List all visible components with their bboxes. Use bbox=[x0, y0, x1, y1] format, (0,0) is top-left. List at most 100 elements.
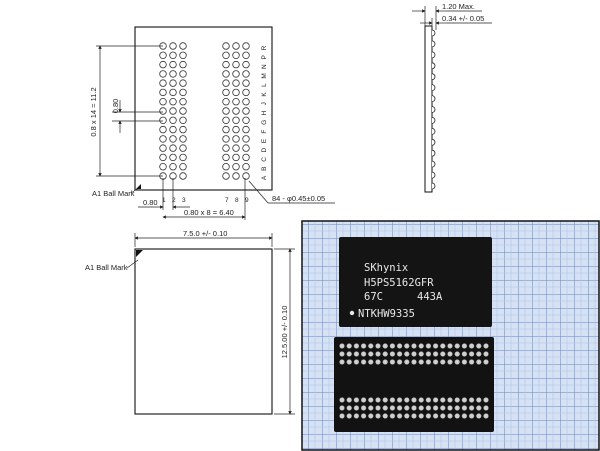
ball-pad bbox=[242, 60, 250, 69]
row-label: A bbox=[261, 175, 268, 180]
ball-pad bbox=[159, 60, 167, 69]
photo-ball bbox=[476, 343, 482, 349]
ball-pad bbox=[242, 153, 250, 162]
photo-ball bbox=[368, 413, 374, 419]
a1-ball-mark-label: A1 Ball Mark bbox=[92, 189, 135, 198]
photo-ball bbox=[375, 343, 381, 349]
photo-ball bbox=[432, 343, 439, 349]
a1-ball-mark-label-bottom: A1 Ball Mark bbox=[85, 263, 128, 272]
photo-ball bbox=[418, 397, 424, 403]
photo-ball bbox=[447, 343, 453, 349]
photo-ball bbox=[468, 397, 475, 403]
photo-ball bbox=[483, 351, 489, 357]
photo-ball bbox=[468, 359, 475, 365]
ball-pad bbox=[159, 162, 167, 171]
ball-pad bbox=[232, 116, 240, 124]
ball-pad bbox=[169, 162, 177, 171]
height-dimension: 0.8 x 14 = 11.2 bbox=[89, 87, 98, 136]
side-ball bbox=[431, 84, 436, 91]
standoff-dimension: 0.34 +/- 0.05 bbox=[442, 14, 484, 23]
ball-pad bbox=[179, 42, 187, 50]
photo-ball bbox=[440, 413, 446, 419]
ball-pad bbox=[222, 107, 230, 115]
photo-ball bbox=[339, 359, 345, 365]
row-label: N bbox=[261, 64, 268, 69]
ball-pad bbox=[159, 153, 167, 162]
side-ball bbox=[431, 95, 436, 102]
column-labels: 1 2 3 7 8 9 bbox=[162, 197, 249, 204]
photo-ball bbox=[368, 351, 374, 357]
photo-ball bbox=[418, 343, 424, 349]
photo-ball bbox=[396, 343, 403, 349]
chip-photo: SKhynix H5PS5162GFR 67C 443A NTKHW9335 bbox=[301, 220, 600, 451]
ball-pad bbox=[232, 79, 240, 87]
photo-ball bbox=[353, 405, 360, 411]
ball-pad bbox=[179, 153, 187, 162]
photo-ball bbox=[461, 405, 468, 411]
photo-ball bbox=[346, 359, 352, 365]
photo-ball bbox=[418, 405, 424, 411]
row-span-dimension: 0.80 x 8 = 6.40 bbox=[184, 208, 234, 217]
photo-ball bbox=[375, 351, 381, 357]
ball-pad bbox=[222, 42, 230, 50]
photo-ball bbox=[432, 359, 439, 365]
photo-ball bbox=[440, 405, 446, 411]
row-label: J bbox=[261, 102, 268, 105]
photo-ball bbox=[375, 405, 381, 411]
photo-ball bbox=[389, 343, 396, 349]
photo-ball bbox=[411, 343, 417, 349]
row-label: G bbox=[261, 120, 268, 125]
ball-pad bbox=[169, 51, 177, 59]
ball-pad bbox=[222, 60, 230, 69]
photo-ball bbox=[454, 413, 460, 419]
side-ball bbox=[431, 138, 436, 146]
photo-ball bbox=[346, 397, 352, 403]
photo-ball bbox=[454, 359, 460, 365]
ball-pad bbox=[232, 88, 240, 97]
ball-pad bbox=[222, 125, 230, 134]
photo-ball bbox=[382, 351, 388, 357]
row-label: H bbox=[261, 110, 268, 115]
ball-pad bbox=[179, 125, 187, 134]
ball-pad bbox=[179, 60, 187, 69]
photo-ball bbox=[353, 343, 360, 349]
photo-ball bbox=[353, 413, 360, 419]
photo-ball bbox=[483, 343, 489, 349]
photo-ball bbox=[375, 397, 381, 403]
ball-pad bbox=[169, 153, 177, 162]
photo-ball bbox=[382, 397, 388, 403]
photo-ball bbox=[382, 343, 388, 349]
photo-ball bbox=[461, 413, 468, 419]
chip-code-right: 443A bbox=[417, 291, 443, 303]
chip-code-left: 67C bbox=[364, 291, 383, 303]
photo-ball bbox=[411, 351, 417, 357]
photo-ball bbox=[375, 359, 381, 365]
photo-ball bbox=[360, 413, 367, 419]
side-ball bbox=[431, 182, 436, 190]
side-ball bbox=[431, 128, 436, 135]
photo-ball bbox=[404, 343, 410, 349]
photo-ball bbox=[476, 413, 482, 419]
photo-ball bbox=[382, 359, 388, 365]
ball-pad bbox=[179, 70, 187, 78]
photo-ball bbox=[432, 413, 439, 419]
col-label-8: 8 bbox=[235, 197, 239, 204]
row-label: L bbox=[261, 83, 268, 87]
ball-pad bbox=[169, 70, 177, 78]
photo-ball bbox=[353, 351, 360, 357]
ball-pad bbox=[242, 51, 250, 59]
ball-pad bbox=[242, 144, 250, 152]
ball-pad bbox=[222, 135, 230, 143]
ball-pad bbox=[169, 97, 177, 106]
col-label-9: 9 bbox=[245, 197, 249, 204]
ball-pad bbox=[159, 88, 167, 97]
ball-pad bbox=[179, 88, 187, 97]
photo-ball bbox=[360, 397, 367, 403]
row-label: C bbox=[261, 157, 268, 162]
photo-ball bbox=[339, 343, 345, 349]
ball-pad bbox=[169, 42, 177, 50]
pin1-dot bbox=[349, 310, 355, 316]
ball-pad bbox=[159, 70, 167, 78]
pitch-dimension: 0.80 bbox=[111, 99, 120, 114]
ball-grid bbox=[159, 42, 250, 180]
